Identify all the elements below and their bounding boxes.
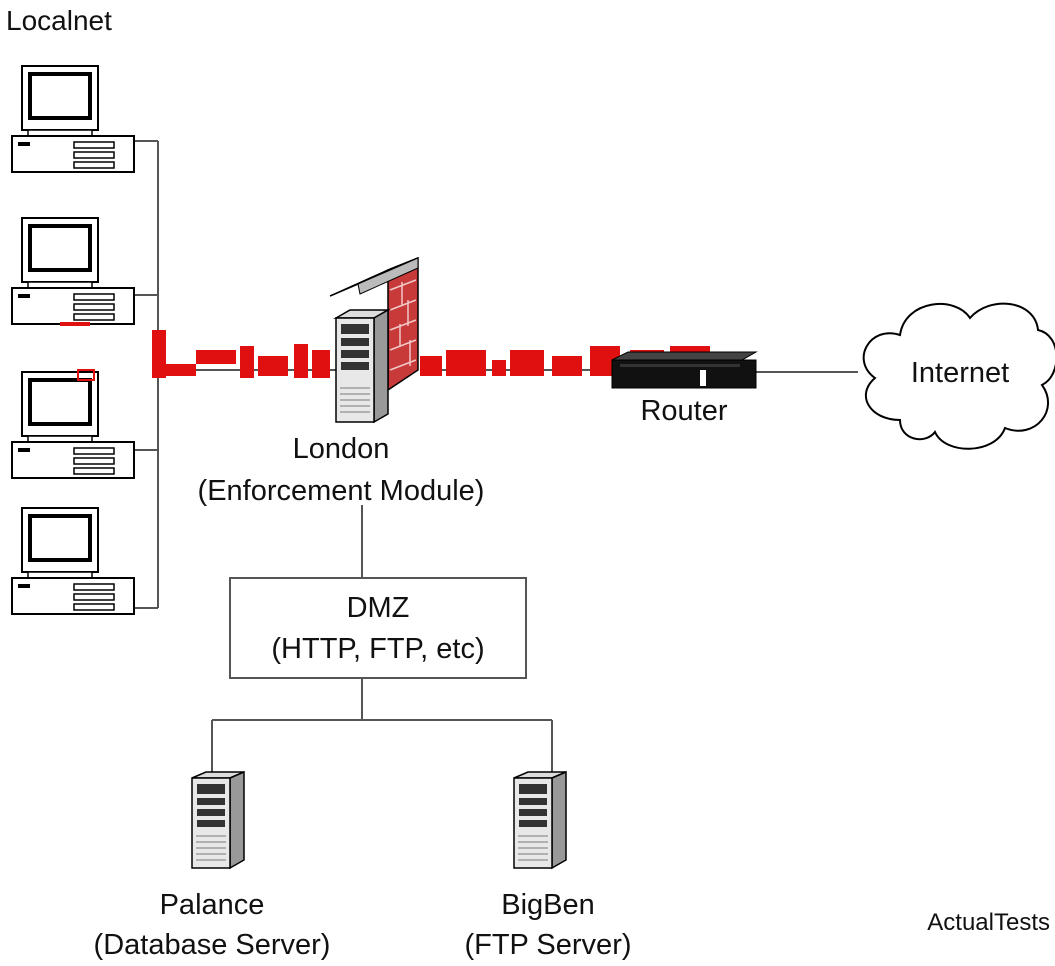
dmz-name-label: DMZ bbox=[347, 592, 410, 624]
desktop-computer-icon bbox=[10, 506, 136, 616]
workstation-3[interactable] bbox=[10, 370, 136, 480]
desktop-computer-icon bbox=[10, 370, 136, 480]
palance-name-label: Palance bbox=[160, 889, 265, 921]
internet-label: Internet bbox=[911, 357, 1009, 389]
desktop-computer-icon bbox=[10, 64, 136, 174]
server-bigben[interactable]: BigBen (FTP Server) bbox=[464, 771, 632, 961]
dmz-frame bbox=[229, 577, 527, 679]
lan-bus-wires bbox=[110, 140, 159, 609]
router-icon bbox=[611, 351, 758, 389]
tower-server-icon bbox=[191, 771, 245, 869]
workstation-2[interactable] bbox=[10, 216, 136, 326]
cloud-icon bbox=[862, 302, 1055, 450]
watermark-label: ActualTests bbox=[927, 909, 1050, 936]
workstation-1[interactable] bbox=[10, 64, 136, 174]
tower-server-icon bbox=[513, 771, 567, 869]
desktop-computer-icon bbox=[10, 216, 136, 326]
dmz-box[interactable]: DMZ (HTTP, FTP, etc) bbox=[229, 577, 527, 679]
london-name-label: London bbox=[293, 433, 390, 465]
bigben-name-label: BigBen bbox=[501, 889, 595, 921]
workstation-4[interactable] bbox=[10, 506, 136, 616]
server-palance[interactable]: Palance (Database Server) bbox=[94, 771, 331, 961]
london-role-label: (Enforcement Module) bbox=[198, 475, 485, 507]
firewall-brick-wall-icon bbox=[329, 256, 419, 424]
firewall-london[interactable]: London (Enforcement Module) bbox=[198, 256, 485, 507]
router-label: Router bbox=[640, 395, 727, 427]
bigben-role-label: (FTP Server) bbox=[464, 929, 631, 961]
palance-role-label: (Database Server) bbox=[94, 929, 331, 961]
localnet-label: Localnet bbox=[6, 5, 112, 36]
dmz-to-servers-links bbox=[211, 678, 553, 778]
dmz-services-label: (HTTP, FTP, etc) bbox=[271, 633, 484, 665]
internet-cloud[interactable]: Internet bbox=[862, 302, 1055, 450]
router[interactable]: Router bbox=[611, 351, 758, 427]
